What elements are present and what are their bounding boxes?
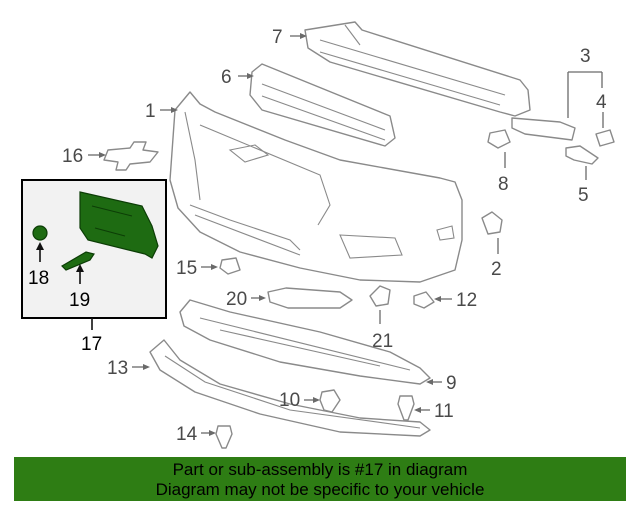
part-8-retainer[interactable] <box>487 129 511 149</box>
leader-3 <box>567 71 603 118</box>
callout-4[interactable]: 4 <box>596 92 607 113</box>
part-15-nut[interactable] <box>219 257 241 275</box>
arrow-12 <box>434 296 441 302</box>
arrow-9 <box>426 379 433 385</box>
part-11-bolt[interactable] <box>397 395 415 421</box>
info-banner: Part or sub-assembly is #17 in diagram D… <box>14 457 626 501</box>
arrow-11 <box>414 407 421 413</box>
callout-21[interactable]: 21 <box>372 331 393 352</box>
part-1-bumper-cover[interactable] <box>169 91 463 283</box>
callout-8[interactable]: 8 <box>498 174 509 195</box>
part-20-grille-insert[interactable] <box>267 287 353 309</box>
part-21-clip[interactable] <box>369 285 391 307</box>
arrow-7 <box>300 33 307 39</box>
part-5-push-rivet[interactable] <box>565 145 599 165</box>
callout-9[interactable]: 9 <box>446 373 457 394</box>
callout-1[interactable]: 1 <box>145 101 156 122</box>
callout-17[interactable]: 17 <box>81 334 102 355</box>
part-13-lower-spoiler[interactable] <box>149 339 431 437</box>
callout-10[interactable]: 10 <box>279 390 300 411</box>
callout-20[interactable]: 20 <box>226 289 247 310</box>
arrow-10 <box>313 397 320 403</box>
arrow-19 <box>76 264 84 272</box>
part-9-lower-deflector[interactable] <box>179 299 431 385</box>
part-3-side-bracket[interactable] <box>511 117 576 141</box>
callout-5[interactable]: 5 <box>578 185 589 206</box>
banner-line-1: Part or sub-assembly is #17 in diagram <box>172 460 468 479</box>
banner-line-2: Diagram may not be specific to your vehi… <box>155 480 485 499</box>
callout-18[interactable]: 18 <box>28 268 49 289</box>
part-4-clip[interactable] <box>595 129 615 147</box>
callout-15[interactable]: 15 <box>176 258 197 279</box>
callout-11[interactable]: 11 <box>434 401 454 422</box>
part-14-bolt[interactable] <box>215 425 233 449</box>
part-12-nut[interactable] <box>413 291 435 309</box>
callout-6[interactable]: 6 <box>221 67 232 88</box>
part-16-emblem[interactable] <box>103 141 159 171</box>
callout-19[interactable]: 19 <box>69 290 90 311</box>
parts-diagram: 7 6 1 3 4 8 5 16 <box>21 21 615 449</box>
part-6-energy-absorber[interactable] <box>249 63 396 147</box>
arrow-1 <box>171 107 178 113</box>
part-7-impact-bar[interactable] <box>304 21 531 117</box>
arrow-14 <box>209 430 216 436</box>
callout-12[interactable]: 12 <box>456 290 477 311</box>
part-10-fastener[interactable] <box>319 389 341 413</box>
callout-7[interactable]: 7 <box>272 27 283 48</box>
arrow-13 <box>143 364 150 370</box>
callout-2[interactable]: 2 <box>491 259 502 280</box>
arrow-18 <box>36 242 44 250</box>
arrow-20 <box>259 295 266 301</box>
arrow-16 <box>99 152 106 158</box>
callout-3[interactable]: 3 <box>580 46 591 67</box>
inset-17-license-bracket-assembly[interactable] <box>21 179 167 319</box>
part-2-sensor[interactable] <box>481 211 503 235</box>
callout-16[interactable]: 16 <box>62 146 83 167</box>
arrow-15 <box>211 264 218 270</box>
callout-13[interactable]: 13 <box>107 358 128 379</box>
callout-14[interactable]: 14 <box>176 424 198 445</box>
arrow-6 <box>247 73 254 79</box>
